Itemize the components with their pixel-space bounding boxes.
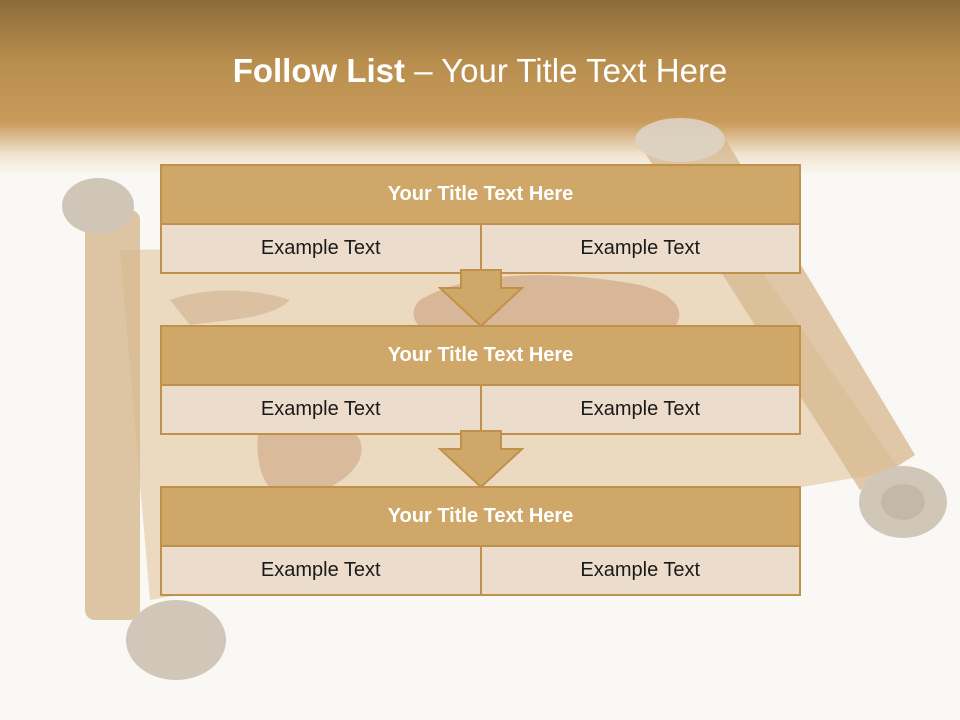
- step-title: Your Title Text Here: [162, 166, 799, 225]
- title-bold: Follow List: [232, 52, 406, 89]
- title-rest: – Your Title Text Here: [405, 52, 728, 89]
- step-title: Your Title Text Here: [162, 488, 799, 547]
- step-cell-right: Example Text: [580, 398, 701, 420]
- down-arrow-icon: [438, 269, 524, 328]
- slide-title: Follow List – Your Title Text Here: [0, 52, 960, 90]
- step-row: Example Text Example Text: [162, 547, 799, 594]
- step-cell-left: Example Text: [162, 547, 482, 594]
- header-band: [0, 0, 960, 175]
- step-row: Example Text Example Text: [162, 386, 799, 433]
- flow-step-2: Your Title Text Here Example Text Exampl…: [160, 325, 801, 435]
- step-cell-left: Example Text: [162, 225, 482, 272]
- down-arrow-icon: [438, 430, 524, 489]
- step-cell-right: Example Text: [580, 237, 701, 259]
- step-row: Example Text Example Text: [162, 225, 799, 272]
- step-title: Your Title Text Here: [162, 327, 799, 386]
- flow-step-3: Your Title Text Here Example Text Exampl…: [160, 486, 801, 596]
- step-cell-right: Example Text: [580, 559, 701, 581]
- step-cell-left: Example Text: [162, 386, 482, 433]
- flow-step-1: Your Title Text Here Example Text Exampl…: [160, 164, 801, 274]
